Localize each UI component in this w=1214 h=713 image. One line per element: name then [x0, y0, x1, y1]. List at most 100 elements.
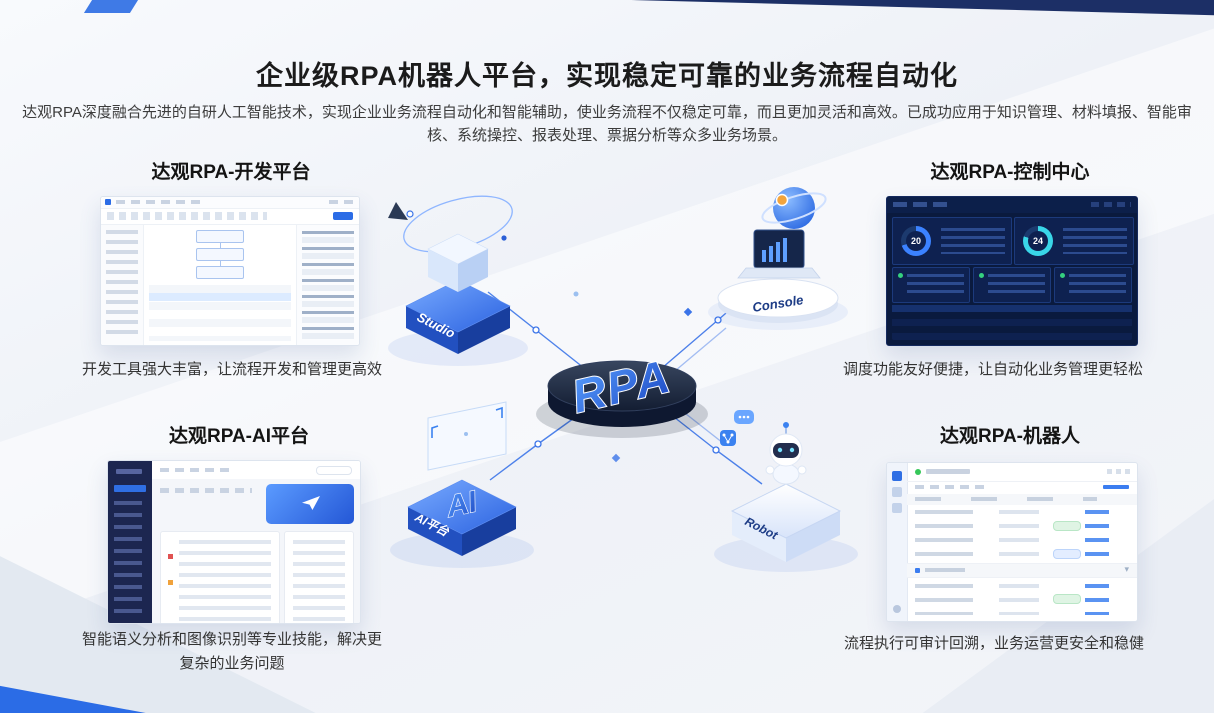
robot-history-values — [999, 584, 1039, 615]
ai-sidebar — [108, 461, 152, 623]
robot-row-actions — [1085, 510, 1109, 561]
rpa-hub-node: RPA — [536, 349, 708, 438]
chevron-down-icon: ▾ — [1124, 564, 1129, 574]
page-subtitle: 达观RPA深度融合先进的自研人工智能技术，实现企业业务流程自动化和智能辅助，使业… — [22, 104, 1192, 144]
ai-topbar-tabs — [160, 468, 230, 472]
robot-screenshot: ▾ — [886, 462, 1138, 622]
console-gauge-right: 24 — [1023, 226, 1053, 256]
console-gauge-panel-right: 24 — [1014, 217, 1134, 265]
studio-menubar — [101, 197, 359, 209]
robot-titlebar — [907, 463, 1137, 482]
console-task-table — [892, 305, 1132, 340]
ai-content — [152, 479, 360, 623]
studio-flow-node — [196, 266, 244, 279]
ai-sidebar-logo — [116, 469, 142, 474]
console-gauge-left-legend — [941, 228, 1005, 254]
laptop-icon — [737, 229, 821, 279]
studio-tree-items — [106, 230, 138, 340]
section-title-studio: 达观RPA-开发平台 — [151, 162, 311, 183]
robot-row-values — [999, 510, 1039, 561]
studio-toolbar-icons — [107, 212, 267, 220]
console-header-icons — [1091, 202, 1131, 207]
robot-node: Robot — [714, 410, 858, 572]
studio-flow-canvas — [144, 225, 296, 345]
ai-screenshot — [107, 460, 361, 624]
caption-studio: 开发工具强大丰富，让流程开发和管理更高效 — [81, 361, 382, 378]
caption-robot: 流程执行可审计回溯，业务运营更安全和稳健 — [843, 635, 1144, 652]
console-task-table-header — [892, 305, 1132, 312]
studio-tree-panel — [101, 225, 144, 345]
studio-node: Studio — [388, 195, 528, 366]
ai-topbar — [152, 461, 360, 480]
console-gauge-right-hole — [1028, 231, 1048, 251]
console-robot-card — [892, 267, 970, 303]
ai-content-toolbar — [160, 488, 252, 493]
folder-icon — [915, 568, 920, 573]
studio-run-button — [333, 212, 353, 220]
console-gauge-panel-left: 20 — [892, 217, 1012, 265]
robot-rail-icon — [892, 487, 902, 497]
rpa-architecture-diagram: RPA Studio — [388, 187, 858, 572]
connection-dots — [532, 316, 722, 454]
ai-preview-lines — [293, 540, 345, 623]
console-gauge-right-value: 24 — [1032, 236, 1043, 246]
studio-toolbar — [101, 208, 359, 225]
ai-preview-card — [284, 531, 354, 623]
paper-plane-icon — [302, 496, 320, 510]
network-badge-icon — [720, 430, 736, 446]
studio-screenshot — [100, 196, 360, 346]
section-title-console: 达观RPA-控制中心 — [930, 162, 1090, 183]
robot-history-names — [915, 584, 973, 615]
online-status-dot — [915, 469, 921, 475]
code-panel-icon — [427, 401, 507, 471]
robot-history-rows — [907, 576, 1137, 621]
robot-history-actions — [1085, 584, 1109, 615]
studio-window-controls — [329, 200, 355, 204]
robot-group-title — [925, 568, 965, 572]
orange-dot-icon — [775, 193, 789, 207]
chat-bubble-icon — [734, 410, 754, 424]
studio-flow-node — [196, 248, 244, 261]
console-robot-card-text — [907, 274, 964, 297]
studio-properties-panel — [296, 225, 359, 345]
ai-banner — [266, 484, 354, 524]
ai-sidebar-active-item — [114, 485, 146, 492]
studio-logo-icon — [105, 199, 111, 205]
console-gauge-left-hole — [906, 231, 926, 251]
console-robot-card — [973, 267, 1051, 303]
robot-icon-rail — [887, 463, 908, 621]
studio-flow-node — [196, 230, 244, 243]
console-gauge-left: 20 — [901, 226, 931, 256]
robot-filter-row — [907, 481, 1137, 494]
robot-name-text — [926, 469, 970, 474]
caption-ai: 智能语义分析和图像识别等专业技能，解决更复杂的业务问题 — [81, 631, 382, 672]
orange-marker-icon — [168, 580, 173, 585]
robot-row-names — [915, 510, 973, 561]
orbit-dot — [501, 235, 507, 241]
console-node: Console — [708, 187, 848, 330]
decor-chip-top-left — [83, 0, 139, 13]
console-header — [887, 197, 1137, 213]
robot-link-text — [1103, 485, 1129, 489]
robot-task-rows — [907, 505, 1137, 563]
robot-table-header — [907, 494, 1137, 505]
robot-table-header-cols — [915, 497, 1097, 501]
console-robot-card-text — [1069, 274, 1126, 297]
online-status-dot — [898, 273, 903, 278]
robot-filter-tabs — [915, 485, 985, 489]
console-robot-card-text — [988, 274, 1045, 297]
ai-document-lines — [179, 540, 271, 623]
robot-figure-icon — [765, 422, 807, 485]
console-gauge-right-legend — [1063, 228, 1127, 254]
ai-document-card — [160, 531, 280, 623]
console-gauge-left-value: 20 — [910, 236, 921, 246]
robot-rail-icon — [892, 503, 902, 513]
robot-group-strip: ▾ — [907, 563, 1137, 578]
red-marker-icon — [168, 554, 173, 559]
decor-wedge-top-right — [631, 0, 1214, 16]
success-status-badge — [1053, 521, 1081, 531]
studio-menu-items — [116, 200, 200, 204]
section-title-robot: 达观RPA-机器人 — [939, 426, 1081, 447]
decor-mini-shapes — [388, 202, 693, 463]
